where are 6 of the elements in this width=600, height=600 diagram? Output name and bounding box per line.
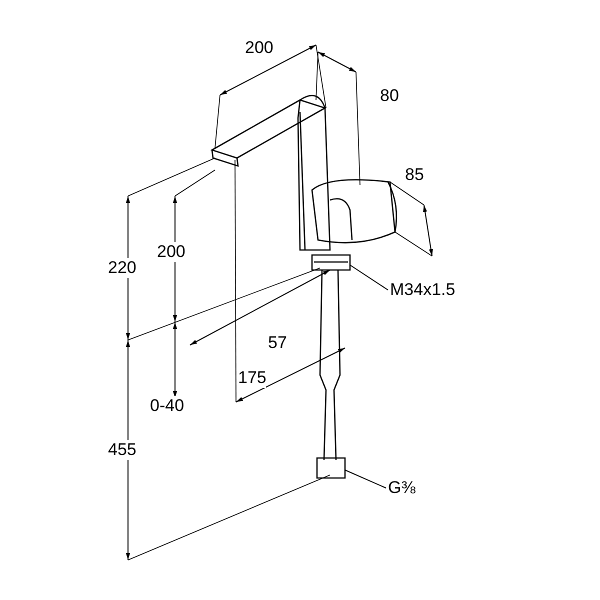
leader-line	[344, 470, 386, 488]
dimension-value: 455	[108, 440, 136, 460]
dimension-value: 220	[108, 258, 136, 278]
leader-line	[350, 264, 388, 290]
dimension-value: 200	[157, 242, 186, 262]
dimension-value: 175	[238, 368, 266, 388]
